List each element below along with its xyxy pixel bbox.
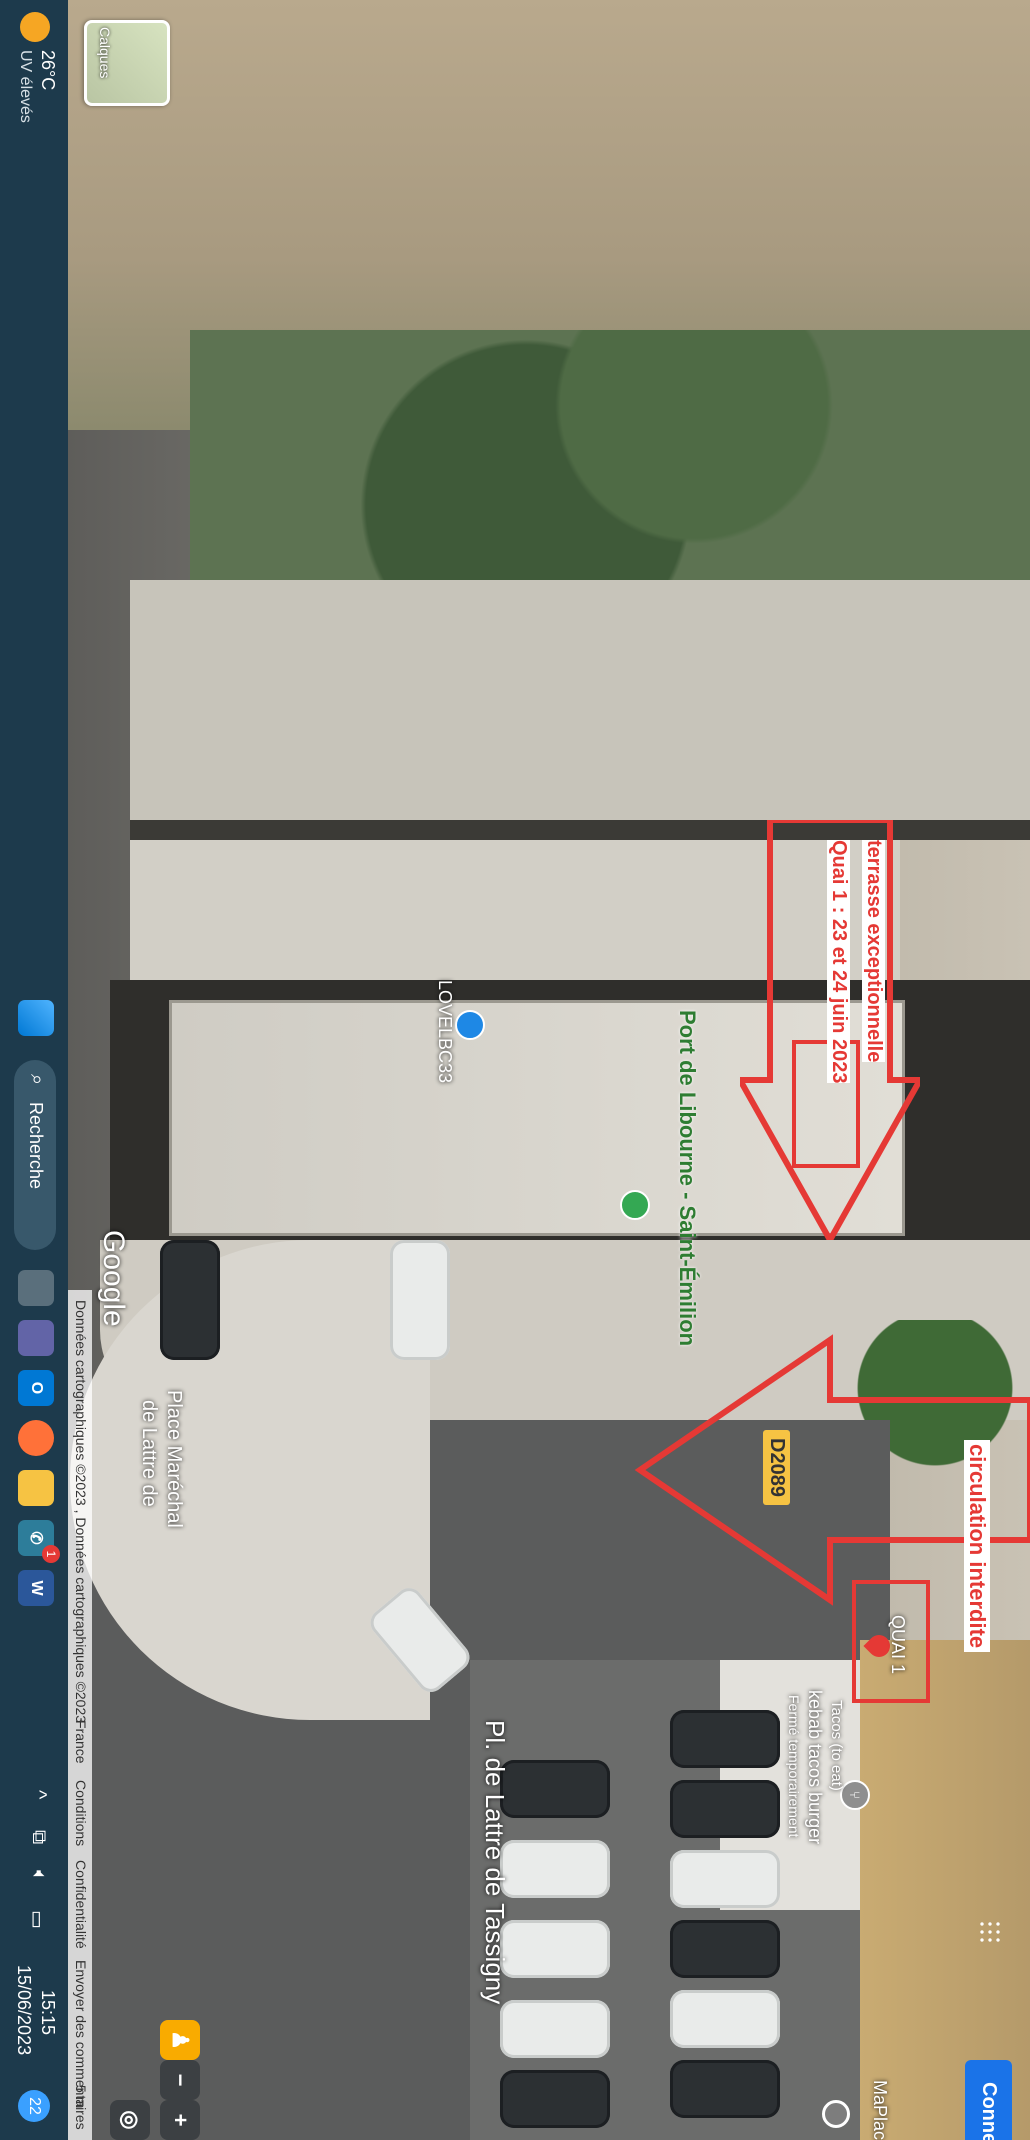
port-icon[interactable] [620, 1190, 650, 1220]
place-maplace[interactable]: MaPlace [870, 2080, 890, 2140]
chevron-up-icon[interactable]: ^ [28, 1790, 50, 1800]
footer-link-conditions[interactable]: Conditions [73, 1780, 89, 1847]
pegman-icon[interactable]: ♟ [160, 2020, 200, 2060]
search-box[interactable]: ⌕ Recherche [14, 1060, 56, 1250]
zoom-out-button[interactable]: − [160, 2060, 200, 2100]
place-kebab[interactable]: kebab tacos burger [805, 1690, 825, 1845]
map-view[interactable]: Pl. de Lattre de Tassigny Place Maréchal… [68, 0, 1030, 2140]
teams-icon[interactable] [18, 1320, 54, 1356]
layers-button[interactable]: Calques [84, 20, 170, 106]
road-badge: D2089 [763, 1430, 790, 1505]
parked-car [670, 1780, 780, 1838]
volume-icon[interactable]: 🔈︎ [28, 1870, 50, 1882]
search-label: Recherche [26, 1102, 46, 1190]
firefox-icon[interactable] [18, 1420, 54, 1456]
weather-desc[interactable]: UV élevés [17, 50, 34, 123]
parked-car [500, 1920, 610, 1978]
circulation-interdite-arrow [634, 1334, 1030, 1606]
place-kebab-status: Fermé temporairement [786, 1695, 802, 1838]
windows-taskbar: 26°C UV élevés ⌕ Recherche O ✆ 1 W ^ ⧉ 🔈… [0, 0, 68, 2140]
place-tacos-extra[interactable]: Tacos (to eat) [828, 1700, 845, 1791]
battery-icon[interactable]: ▭ [26, 1910, 48, 1929]
network-icon[interactable]: ⧉ [28, 1830, 50, 1845]
search-icon: ⌕ [26, 1074, 48, 1086]
moving-car [390, 1240, 450, 1360]
task-view-icon[interactable] [18, 1270, 54, 1306]
apps-grid-icon[interactable] [978, 1920, 1002, 1944]
clock-time[interactable]: 15:15 [38, 1990, 58, 2036]
parked-car [500, 2000, 610, 2058]
weather-temp[interactable]: 26°C [38, 50, 58, 91]
street-label-tassigny: Pl. de Lattre de Tassigny [480, 1720, 510, 2005]
windows-start-icon[interactable] [18, 1000, 54, 1036]
pin-icon[interactable] [455, 1010, 485, 1040]
connexion-button[interactable]: Connexion [965, 2060, 1012, 2140]
zoom-in-button[interactable]: + [160, 2100, 200, 2140]
place-port[interactable]: Port de Libourne - Saint-Émilion [675, 1010, 700, 1347]
parked-car [670, 1710, 780, 1768]
pin-icon[interactable] [822, 2100, 850, 2128]
place-lovelbc33[interactable]: LOVELBC33 [435, 980, 455, 1084]
parked-car [500, 1760, 610, 1818]
weather-icon[interactable] [20, 12, 50, 42]
parked-car [670, 1850, 780, 1908]
attribution-text: Données cartographiques ©2023 , Données … [73, 1300, 89, 1724]
parked-car [670, 1920, 780, 1978]
moving-car [160, 1240, 220, 1360]
parked-car [500, 1840, 610, 1898]
word-icon[interactable]: W [18, 1570, 54, 1606]
file-explorer-icon[interactable] [18, 1470, 54, 1506]
parked-car [500, 2070, 610, 2128]
notification-badge[interactable]: 22 [18, 2090, 50, 2122]
my-location-icon[interactable]: ◎ [110, 2100, 150, 2140]
footer-link-france[interactable]: France [73, 1720, 89, 1764]
riverbank-vegetation [190, 330, 1030, 580]
street-label-marechal: Place Maréchal [163, 1390, 185, 1528]
quay-promenade [130, 580, 1030, 830]
annotation-terrasse-line1: terrasse exceptionnelle [862, 840, 885, 1063]
parked-car [670, 1990, 780, 2048]
annotation-terrasse-line2: Quai 1 : 23 et 24 juin 2023 [827, 840, 850, 1084]
layers-label: Calques [97, 27, 113, 79]
street-label-marechal-2: de Lattre de [138, 1400, 160, 1507]
scale-label: 5 m [73, 2085, 89, 2109]
google-logo: Google [97, 1230, 130, 1327]
annotation-circulation-interdite: circulation interdite [964, 1440, 990, 1653]
clock-date[interactable]: 15/06/2023 [14, 1965, 34, 2056]
footer-link-confidentialite[interactable]: Confidentialité [73, 1860, 89, 1949]
terrasse-arrow [740, 820, 920, 1240]
outlook-icon[interactable]: O [18, 1370, 54, 1406]
parked-car [670, 2060, 780, 2118]
app-badge: 1 [42, 1545, 60, 1563]
